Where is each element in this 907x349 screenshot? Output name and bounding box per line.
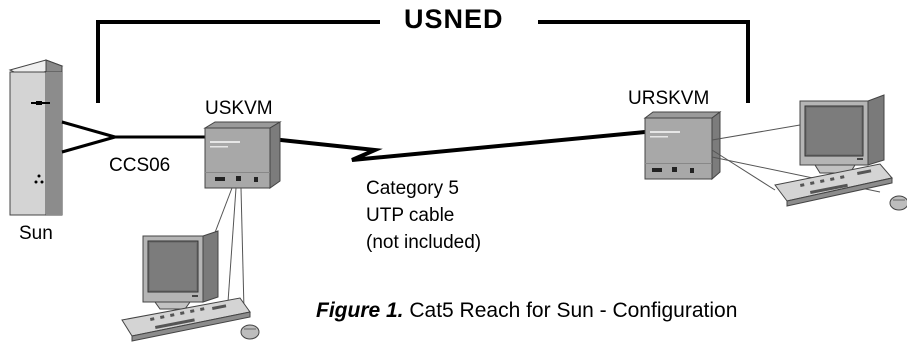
remote-monitor <box>799 94 885 174</box>
remote-keyboard <box>774 163 893 207</box>
urskvm-label: URSKVM <box>628 88 710 109</box>
usned-title: USNED <box>404 4 504 34</box>
sun-server <box>8 59 64 216</box>
remote-mouse <box>889 195 907 211</box>
uskvm-unit <box>203 121 282 189</box>
figure-caption-text: Cat5 Reach for Sun - Configuration <box>403 299 738 322</box>
urskvm-unit <box>643 111 722 181</box>
ccs06-cable <box>61 120 205 154</box>
local-monitor <box>142 230 219 310</box>
cable-note-line-2: UTP cable <box>366 205 455 226</box>
cable-note-line-3: (not included) <box>366 232 482 253</box>
figure-caption: Figure 1. Cat5 Reach for Sun - Configura… <box>316 299 737 323</box>
local-mouse <box>240 324 260 340</box>
uskvm-label: USKVM <box>205 98 273 119</box>
cable-note-line-1: Category 5 <box>366 178 459 199</box>
figure-caption-prefix: Figure 1. <box>316 299 404 322</box>
ccs06-label: CCS06 <box>109 155 171 176</box>
usned-bracket <box>96 20 750 103</box>
sun-label: Sun <box>19 223 53 244</box>
cat5-cable <box>261 130 646 162</box>
local-keyboard <box>121 297 251 342</box>
